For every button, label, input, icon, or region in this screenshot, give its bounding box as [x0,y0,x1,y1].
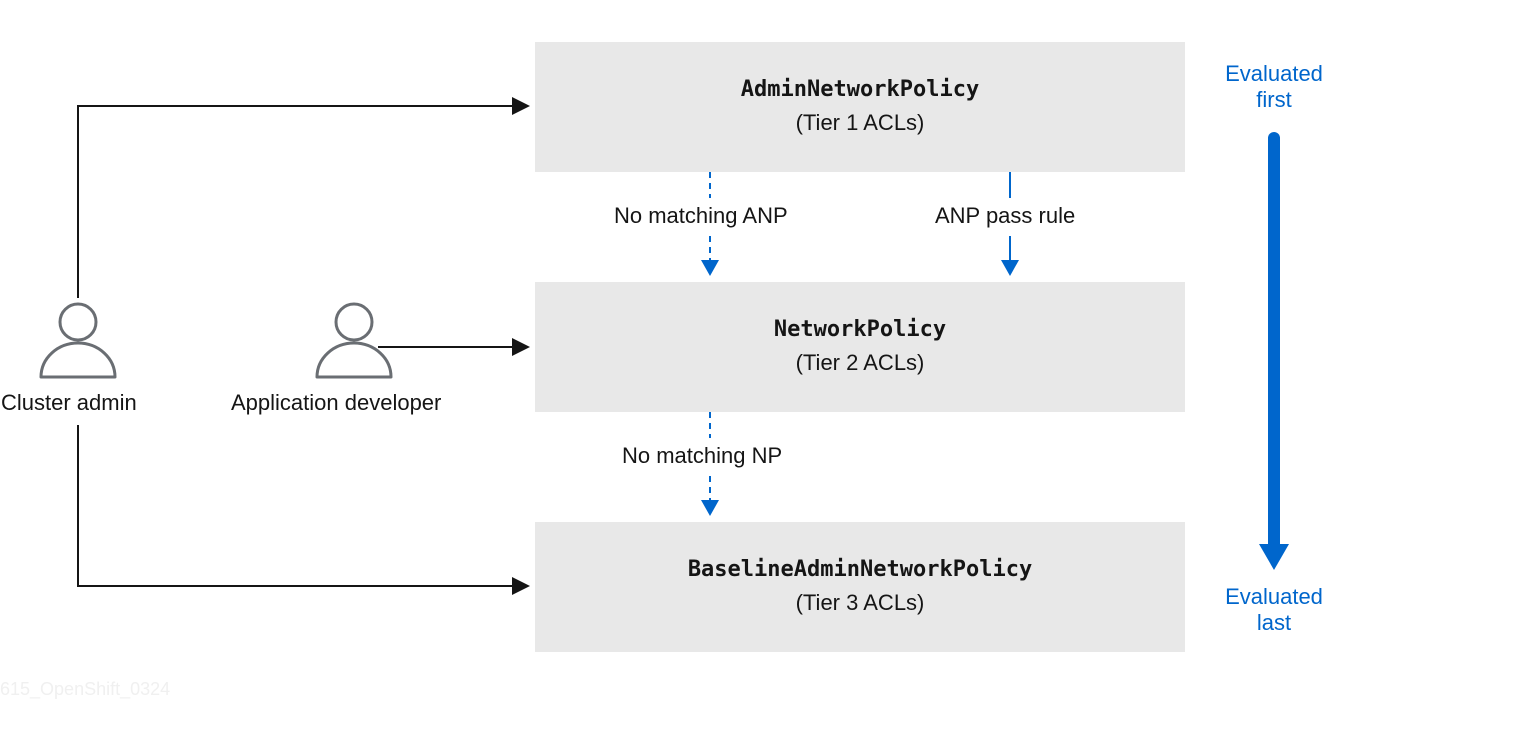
tier3-subtitle: (Tier 3 ACLs) [795,590,925,615]
cluster-admin-label: Cluster admin [1,390,137,415]
tier1-box: AdminNetworkPolicy (Tier 1 ACLs) [535,42,1185,172]
app-developer-person-icon [315,302,393,379]
tier2-subtitle: (Tier 2 ACLs) [795,350,925,375]
evaluated-first-line2: first [1256,87,1292,112]
no-matching-np-label: No matching NP [622,443,783,468]
no-matching-np-arrow [701,412,719,516]
evaluated-last-label: Evaluated last [1204,584,1344,636]
tier3-title: BaselineAdminNetworkPolicy [687,557,1033,582]
developer-to-np-arrow [378,338,530,356]
evaluated-last-line2: last [1256,610,1292,635]
tier1-title: AdminNetworkPolicy [740,77,980,102]
admin-to-banp-arrow [77,425,530,595]
cluster-admin-person-icon [39,302,117,379]
evaluated-first-line1: Evaluated [1225,61,1323,86]
tier2-title: NetworkPolicy [773,317,947,342]
tier2-box: NetworkPolicy (Tier 2 ACLs) [535,282,1185,412]
no-matching-anp-arrow [701,172,719,276]
figure-id: 615_OpenShift_0324 [0,679,171,699]
admin-to-anp-arrow [77,97,530,298]
evaluated-first-label: Evaluated first [1204,61,1344,113]
anp-pass-rule-label: ANP pass rule [935,203,1076,228]
no-matching-anp-label: No matching ANP [614,203,788,228]
anp-pass-rule-arrow [1001,172,1019,276]
app-developer-label: Application developer [231,390,442,415]
evaluation-order-arrow [1259,132,1289,570]
tier1-subtitle: (Tier 1 ACLs) [795,110,925,135]
tier3-box: BaselineAdminNetworkPolicy (Tier 3 ACLs) [535,522,1185,652]
evaluated-last-line1: Evaluated [1225,584,1323,609]
